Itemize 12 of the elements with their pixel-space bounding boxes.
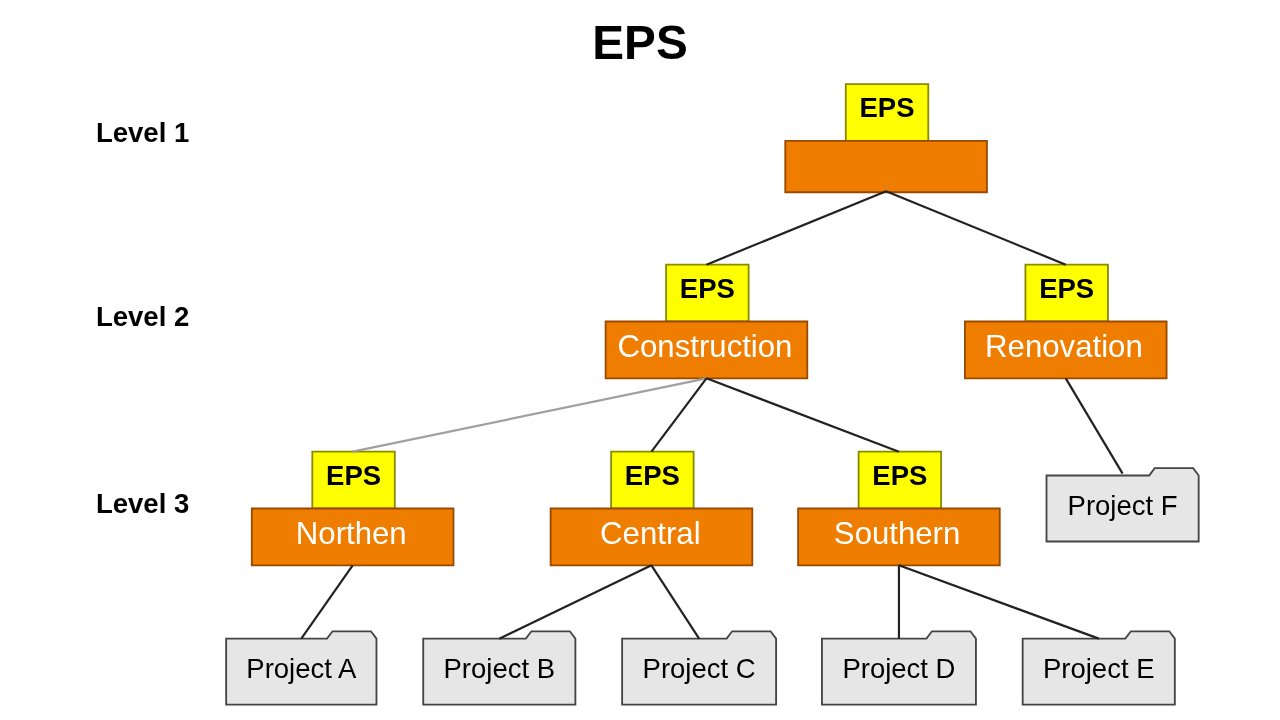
connector (498, 564, 652, 640)
connector (1064, 377, 1124, 475)
label: Level 2 (96, 301, 190, 333)
connector (352, 377, 707, 453)
connector (898, 564, 1100, 640)
label: Level 3 (96, 488, 190, 520)
connector (300, 564, 354, 640)
connector (650, 564, 701, 640)
connector (897, 565, 901, 639)
label: Level 1 (96, 116, 190, 148)
connector (650, 377, 708, 453)
diagram-title: EPS (592, 15, 688, 69)
